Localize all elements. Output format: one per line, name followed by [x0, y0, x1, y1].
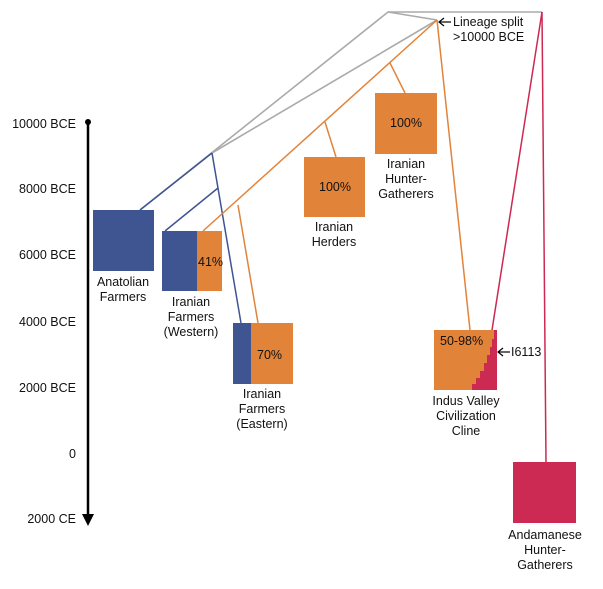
pink-line-ivc — [491, 11, 543, 331]
andamanese-box — [513, 462, 576, 523]
western-box-blue — [162, 231, 197, 291]
timeline-start-dot — [85, 119, 91, 125]
eastern-box-orange — [251, 323, 293, 384]
herders-box — [304, 157, 365, 217]
tick-label: 2000 BCE — [19, 381, 76, 395]
anatolian-label: Anatolian Farmers — [96, 275, 150, 304]
sample-label: I6113 — [511, 345, 542, 359]
tick-label: 10000 BCE — [12, 117, 76, 131]
andamanese-label: Andamanese Hunter- Gatherers — [508, 528, 582, 572]
tick-label: 6000 BCE — [19, 248, 76, 262]
hg-box — [375, 93, 437, 154]
sample-arrow-head — [497, 347, 504, 357]
orange-line-eastern — [237, 204, 259, 324]
eastern-box-blue — [233, 323, 251, 384]
pink-line-andamanese — [541, 11, 547, 463]
herders-percent: 100% — [319, 180, 351, 194]
hg-label: Iranian Hunter- Gatherers — [378, 157, 434, 201]
timeline-arrow-head — [82, 514, 94, 526]
ivc-percent: 50-98% — [440, 334, 484, 348]
orange-line-western — [202, 19, 438, 232]
tick-label: 4000 BCE — [19, 315, 76, 329]
anatolian-box — [93, 210, 154, 271]
ivc-label: Indus Valley Civilization Cline — [432, 394, 500, 438]
eastern-percent: 70% — [257, 348, 283, 362]
blue-line-western — [164, 187, 219, 232]
orange-line-ivc — [436, 19, 471, 331]
tick-label: 0 — [69, 447, 76, 461]
western-box-orange — [197, 231, 222, 291]
orange-line-herders — [324, 121, 337, 158]
eastern-label: Iranian Farmers (Eastern) — [236, 387, 288, 431]
blue-line-eastern — [211, 152, 242, 324]
blue-line-anatolian — [139, 152, 213, 211]
orange-line-hg — [389, 62, 406, 94]
hg-percent: 100% — [390, 116, 422, 130]
ivc-box-pink-cline — [472, 330, 497, 390]
tick-label: 2000 CE — [27, 512, 76, 526]
tick-label: 8000 BCE — [19, 182, 76, 196]
lineage-split-arrow-head — [438, 17, 445, 27]
herders-label: Iranian Herders — [311, 220, 357, 249]
lineage-split-label: Lineage split >10000 BCE — [453, 15, 525, 44]
western-percent: 41% — [198, 255, 224, 269]
tree-gray-crossbar — [211, 19, 438, 154]
western-label: Iranian Farmers (Western) — [163, 295, 219, 339]
tree-gray-to-split — [387, 11, 438, 21]
